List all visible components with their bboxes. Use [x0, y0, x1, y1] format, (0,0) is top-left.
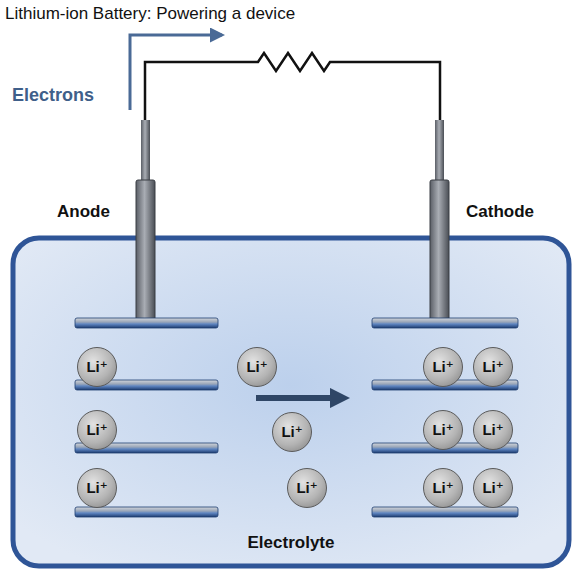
cathode-plates: [372, 318, 518, 517]
ion-label: Li⁺: [281, 423, 302, 441]
electrolyte-label: Electrolyte: [248, 533, 335, 553]
ion-label: Li⁺: [482, 421, 503, 439]
ion-label: Li⁺: [432, 358, 453, 376]
lithium-ion: Li⁺: [77, 468, 117, 508]
lithium-ion: Li⁺: [473, 347, 513, 387]
lithium-ion: Li⁺: [423, 347, 463, 387]
lithium-ion: Li⁺: [287, 468, 327, 508]
anode-label: Anode: [57, 202, 110, 222]
ion-label: Li⁺: [482, 479, 503, 497]
ion-label: Li⁺: [246, 358, 267, 376]
ion-label: Li⁺: [432, 421, 453, 439]
ion-label: Li⁺: [86, 358, 107, 376]
ion-label: Li⁺: [296, 479, 317, 497]
electron-flow-arrow: [130, 35, 222, 110]
diagram-title: Lithium-ion Battery: Powering a device: [5, 4, 295, 24]
cathode-rod: [430, 180, 449, 322]
lithium-ion: Li⁺: [77, 347, 117, 387]
lithium-ion: Li⁺: [423, 410, 463, 450]
ion-label: Li⁺: [86, 421, 107, 439]
ion-label: Li⁺: [432, 479, 453, 497]
lithium-ion: Li⁺: [77, 410, 117, 450]
lithium-ion: Li⁺: [473, 468, 513, 508]
external-circuit-wire: [145, 53, 440, 122]
anode-plates: [75, 318, 218, 517]
cathode-label: Cathode: [466, 202, 534, 222]
ion-label: Li⁺: [86, 479, 107, 497]
ion-label: Li⁺: [482, 358, 503, 376]
electron-label: Electrons: [12, 85, 94, 106]
anode-terminal: [141, 120, 150, 182]
lithium-ion: Li⁺: [423, 468, 463, 508]
battery-housing: [13, 238, 569, 566]
lithium-ion: Li⁺: [237, 347, 277, 387]
anode-rod: [136, 180, 155, 322]
cathode-terminal: [435, 120, 444, 182]
electrolyte-housing: Electrolyte Li⁺ Li⁺ Li⁺ Li⁺ Li⁺ Li⁺ Li⁺ Li⁺ Li⁺ Li…: [13, 238, 569, 566]
lithium-ion: Li⁺: [473, 410, 513, 450]
lithium-ion: Li⁺: [272, 412, 312, 452]
ion-flow-arrow: [256, 395, 344, 401]
